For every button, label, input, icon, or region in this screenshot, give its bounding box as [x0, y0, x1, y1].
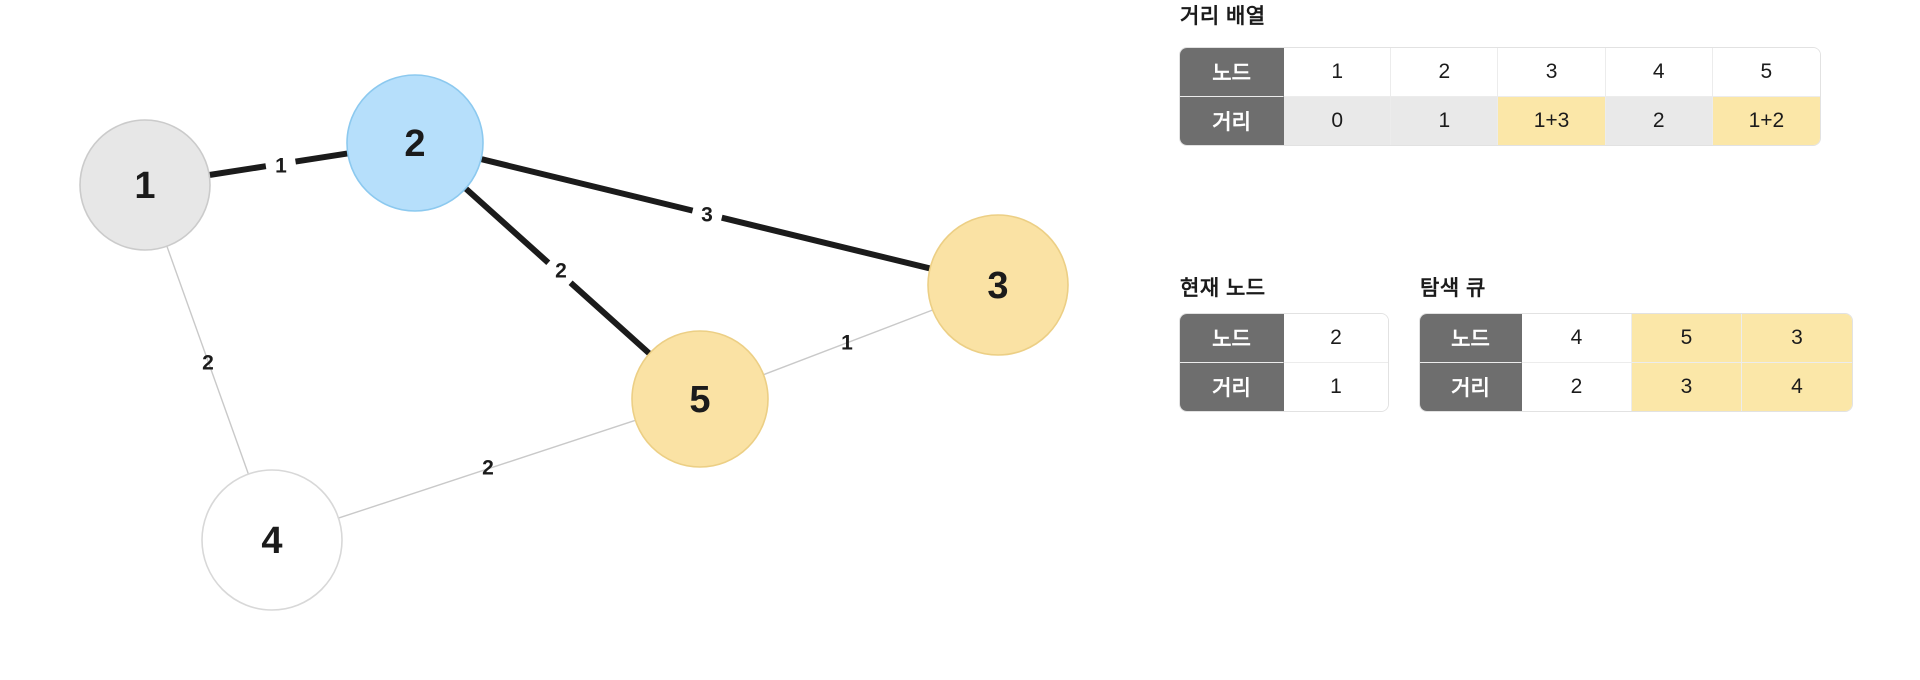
current-distance-row-header: 거리	[1180, 363, 1284, 411]
queue-node-row-header: 노드	[1420, 314, 1522, 363]
graph-node-3[interactable]: 3	[927, 214, 1069, 356]
edge-weight-2-5: 2	[555, 260, 567, 283]
distance-node-cell-4: 5	[1712, 48, 1820, 97]
graph-node-1[interactable]: 1	[79, 119, 211, 251]
node-circle-4	[201, 469, 343, 611]
distance-value-cell-3: 2	[1605, 97, 1713, 145]
node-label-1: 1	[134, 165, 155, 207]
node-label-2: 2	[404, 123, 425, 165]
queue-node-cell-0: 4	[1522, 314, 1632, 363]
edge-weight-1-4: 2	[202, 352, 214, 375]
queue-distance-cell-0: 2	[1522, 363, 1632, 411]
distance-node-cell-1: 2	[1391, 48, 1499, 97]
distance-array-title: 거리 배열	[1180, 5, 1266, 28]
edge-weight-5-3: 1	[841, 332, 853, 355]
queue-distance-cell-2: 4	[1742, 363, 1852, 411]
edge-weight-4-5: 2	[482, 457, 494, 480]
graph-node-5[interactable]: 5	[631, 330, 769, 468]
edge-weight-1-2: 1	[275, 155, 287, 178]
graph-node-4[interactable]: 4	[201, 469, 343, 611]
queue-distance-cell-1: 3	[1632, 363, 1742, 411]
graph-visualization: 1 3 2 2 2 1 1 2 3 4 5	[79, 74, 1069, 611]
distance-value-cell-1: 1	[1391, 97, 1499, 145]
node-label-5: 5	[689, 379, 710, 421]
edge-weight-2-3: 3	[701, 204, 713, 227]
graph-edge-4-5	[338, 419, 636, 519]
distance-value-cell-0: 0	[1284, 97, 1392, 145]
queue-node-cell-1: 5	[1632, 314, 1742, 363]
distance-node-cell-2: 3	[1498, 48, 1606, 97]
queue-node-cell-2: 3	[1742, 314, 1852, 363]
graph-edge-1-4	[166, 245, 250, 475]
graph-edge-2-3	[480, 156, 931, 272]
distance-node-cell-3: 4	[1605, 48, 1713, 97]
node-label-3: 3	[987, 265, 1008, 307]
distance-value-cell-2: 1+3	[1498, 97, 1606, 145]
graph-edge-1-2	[208, 150, 349, 178]
graph-edge-2-5	[463, 186, 652, 356]
nodes-layer: 1 2 3 4 5	[79, 74, 1069, 611]
node-circle-3	[927, 214, 1069, 356]
distance-value-row-header: 거리	[1180, 97, 1285, 145]
search-queue-title: 탐색 큐	[1420, 277, 1486, 300]
queue-distance-row-header: 거리	[1420, 363, 1522, 411]
current-node-row-header: 노드	[1180, 314, 1284, 363]
edge-labels-layer: 1 3 2 2 2 1	[202, 155, 853, 480]
graph-node-2[interactable]: 2	[346, 74, 484, 212]
graph-edge-5-3	[763, 309, 933, 376]
distance-node-cell-0: 1	[1284, 48, 1392, 97]
distance-node-row-header: 노드	[1180, 48, 1285, 97]
current-node-value: 2	[1284, 314, 1388, 363]
current-node-title: 현재 노드	[1180, 277, 1266, 300]
node-circle-5	[631, 330, 769, 468]
current-distance-value: 1	[1284, 363, 1388, 411]
distance-value-cell-4: 1+2	[1712, 97, 1820, 145]
edges-layer	[166, 150, 933, 519]
node-circle-2	[346, 74, 484, 212]
node-circle-1	[79, 119, 211, 251]
graph-canvas: 1 3 2 2 2 1 1 2 3 4 5	[79, 74, 1069, 611]
node-label-4: 4	[261, 520, 282, 562]
